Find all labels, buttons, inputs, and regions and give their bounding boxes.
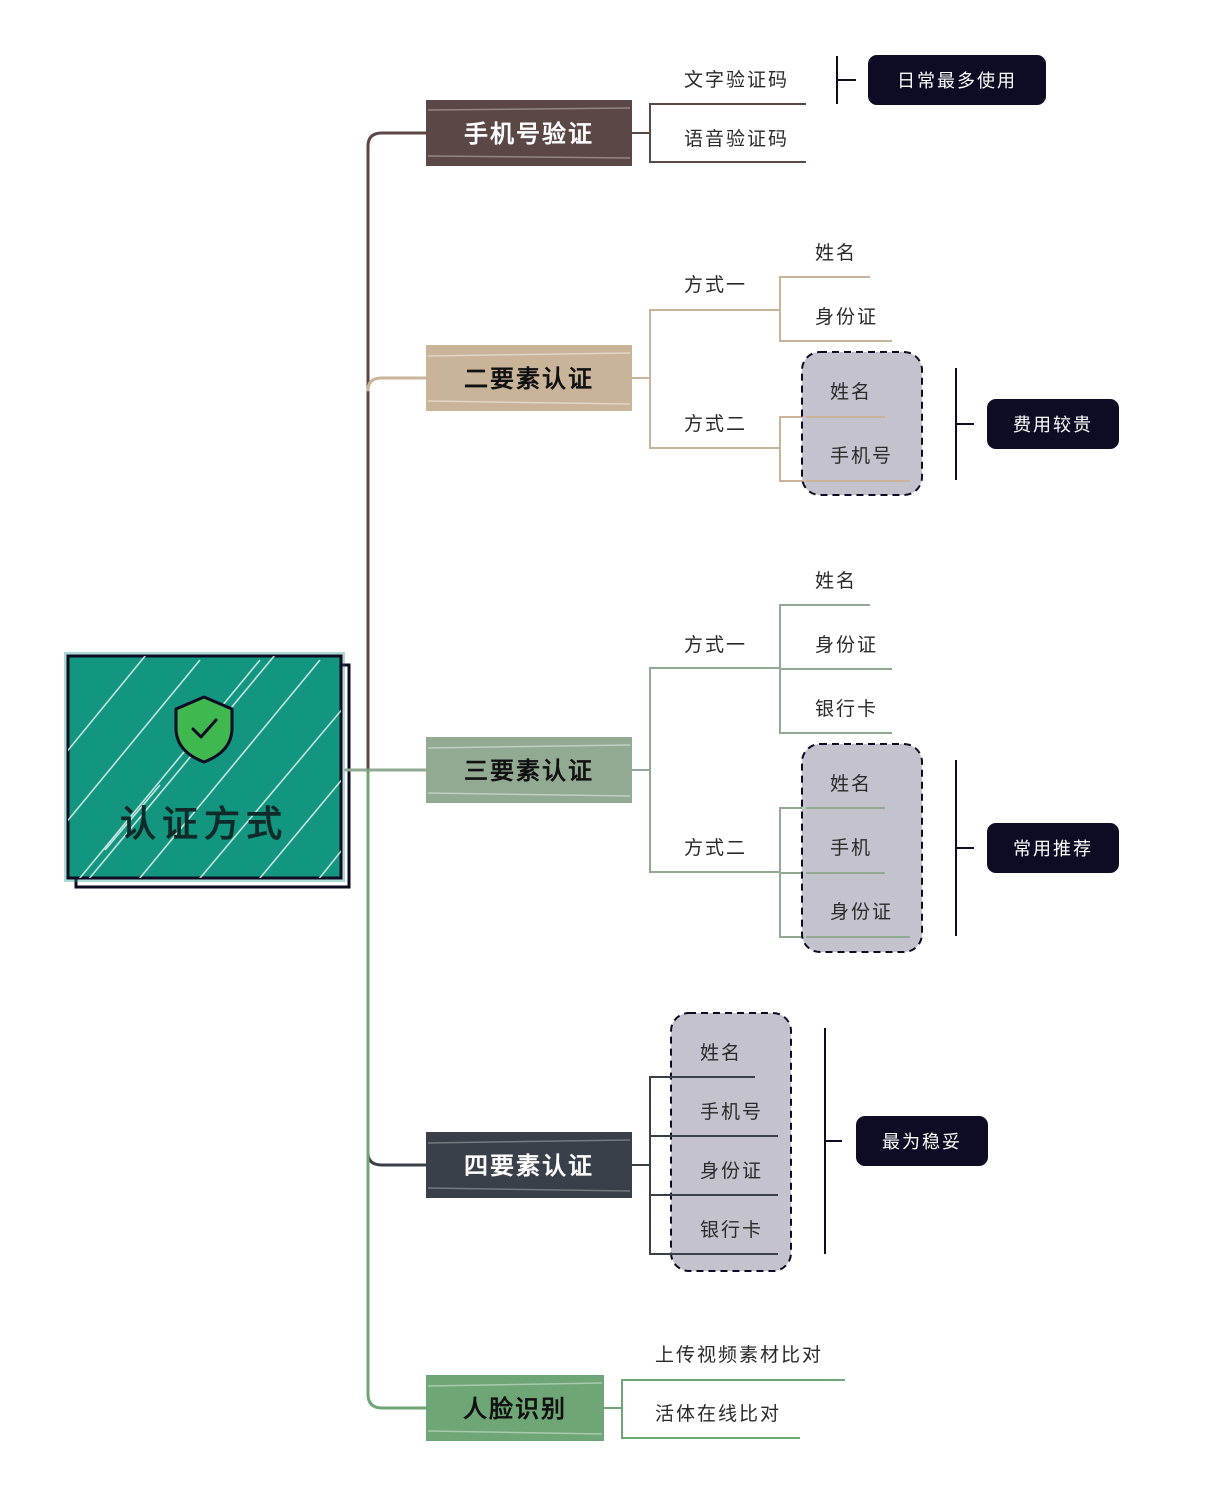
- three-m1-leaf-bankcard: 银行卡: [815, 698, 878, 720]
- three-m2-leaf-name: 姓名: [830, 773, 872, 795]
- two-note-bracket: [955, 368, 974, 480]
- branch-two-factor[interactable]: 二要素认证: [426, 345, 632, 411]
- two-m2-leaf-name: 姓名: [830, 381, 872, 403]
- note-phone: 日常最多使用: [868, 55, 1046, 105]
- branch-phone-verification[interactable]: 手机号验证: [426, 100, 632, 166]
- note-four: 最为稳妥: [856, 1116, 988, 1166]
- phone-note-bracket: [836, 56, 856, 104]
- two-m2-leaf-phone: 手机号: [830, 445, 893, 467]
- branch-face-label: 人脸识别: [463, 1395, 567, 1423]
- two-m1-leaf-id: 身份证: [815, 306, 878, 328]
- root-node[interactable]: 认证方式: [60, 650, 351, 890]
- branch-face-recognition[interactable]: 人脸识别: [426, 1375, 604, 1441]
- leaf-voice-code: 语音验证码: [684, 128, 789, 150]
- leaf-text-code: 文字验证码: [684, 69, 789, 91]
- four-leaf-id: 身份证: [700, 1160, 763, 1182]
- note-three: 常用推荐: [987, 823, 1119, 873]
- face-leaf-video: 上传视频素材比对: [655, 1344, 823, 1366]
- four-leaf-bankcard: 银行卡: [700, 1219, 763, 1241]
- three-m2-leaf-phone: 手机: [830, 837, 872, 859]
- branch-two-label: 二要素认证: [464, 365, 594, 393]
- branch-four-factor[interactable]: 四要素认证: [426, 1132, 632, 1198]
- two-m2-group: [801, 351, 923, 496]
- note-two: 费用较贵: [987, 399, 1119, 449]
- two-m1-leaf-name: 姓名: [815, 242, 857, 264]
- branch-four-label: 四要素认证: [464, 1152, 594, 1180]
- face-leaf-liveness: 活体在线比对: [655, 1403, 781, 1425]
- two-m2-underlines: [806, 416, 910, 482]
- three-method1-label: 方式一: [684, 634, 747, 656]
- root-title: 认证方式: [120, 804, 288, 845]
- three-note-bracket: [955, 760, 974, 936]
- branch-phone-label: 手机号验证: [464, 120, 594, 148]
- branch-three-factor[interactable]: 三要素认证: [426, 737, 632, 803]
- note-two-text: 费用较贵: [1013, 415, 1093, 436]
- three-method2-label: 方式二: [684, 837, 747, 859]
- note-four-text: 最为稳妥: [882, 1132, 962, 1153]
- three-m1-leaf-name: 姓名: [815, 570, 857, 592]
- two-method1-label: 方式一: [684, 274, 747, 296]
- three-m2-underlines: [806, 807, 910, 938]
- four-connectors: [632, 1076, 778, 1255]
- two-method2-label: 方式二: [684, 413, 747, 435]
- face-connectors: [604, 1379, 845, 1439]
- three-m2-group: [801, 743, 923, 953]
- shield-check-icon: [174, 695, 234, 764]
- four-leaf-name: 姓名: [700, 1042, 742, 1064]
- three-m1-leaf-id: 身份证: [815, 634, 878, 656]
- root-connectors: [344, 131, 430, 1410]
- four-leaf-phone: 手机号: [700, 1101, 763, 1123]
- phone-leaf-connectors: [632, 103, 806, 163]
- four-note-bracket: [824, 1028, 842, 1254]
- branch-three-label: 三要素认证: [464, 757, 594, 785]
- three-m2-leaf-id: 身份证: [830, 901, 893, 923]
- note-three-text: 常用推荐: [1013, 839, 1093, 860]
- note-phone-text: 日常最多使用: [897, 71, 1017, 92]
